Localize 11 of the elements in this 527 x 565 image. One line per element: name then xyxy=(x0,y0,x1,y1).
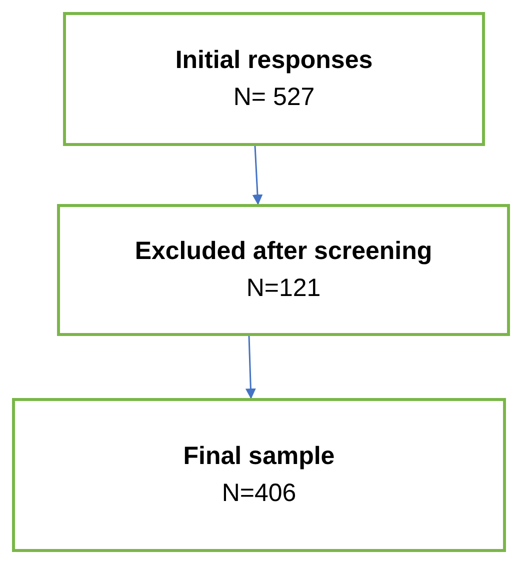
arrow xyxy=(252,146,263,206)
process-box xyxy=(12,398,506,552)
box-heading: Initial responses xyxy=(175,46,373,75)
box-heading: Excluded after screening xyxy=(134,237,432,266)
process-box xyxy=(57,204,510,336)
process-box xyxy=(63,12,485,146)
count-text: N=121 xyxy=(246,274,321,303)
count-text: N= 527 xyxy=(233,83,315,112)
count-text: N=406 xyxy=(222,479,296,508)
arrow xyxy=(245,336,256,400)
box-heading: Final sample xyxy=(183,442,335,471)
